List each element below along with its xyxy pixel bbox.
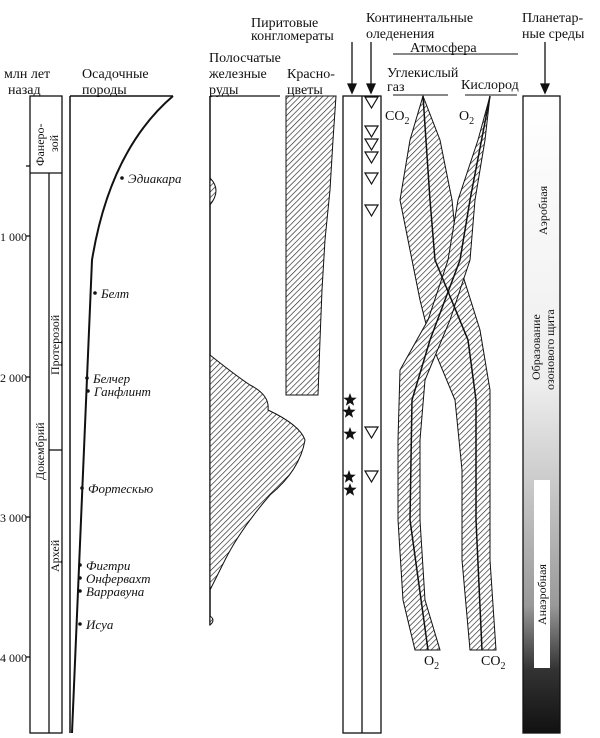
- age-column: [26, 95, 63, 734]
- age-header-2: назад: [8, 83, 41, 98]
- locality-dot: [78, 622, 82, 626]
- age-tick-2000: 2 000: [0, 371, 27, 385]
- eon-phanerozoic: Фанеро-: [33, 123, 47, 166]
- locality-dot: [78, 589, 82, 593]
- locality-dot: [80, 486, 84, 490]
- env-ozone-2: озонового щита: [543, 309, 557, 390]
- locality-label: Исуа: [85, 617, 114, 632]
- age-header: млн лет: [4, 67, 50, 82]
- sedimentary-curve: [69, 95, 174, 734]
- locality-label: Фигтри: [86, 558, 131, 573]
- o2-label-bottom: O2: [424, 654, 439, 672]
- locality-label: Белчер: [92, 371, 131, 386]
- locality-dot: [120, 176, 124, 180]
- co2-curve: [422, 95, 483, 651]
- glaciation-triangle-icon: [363, 125, 380, 139]
- sediment-header-2: породы: [82, 83, 127, 98]
- iron-header-3: руды: [209, 83, 239, 98]
- pyrite-star-icon: [343, 483, 357, 496]
- locality-label: Онфервахт: [86, 571, 151, 586]
- redbeds-header: Красно-: [287, 67, 335, 82]
- locality-dot: [78, 563, 82, 567]
- pyrite-star-icon: [343, 427, 357, 440]
- glaciation-header: Континентальные: [366, 11, 473, 26]
- glaciation-header-2: оледенения: [366, 27, 435, 42]
- co2-header-2: газ: [387, 80, 405, 95]
- env-anaerobic: Анаэробная: [535, 564, 549, 625]
- glaciation-triangle-icon: [363, 151, 380, 165]
- pyrite-header-2: конгломераты: [251, 29, 334, 44]
- glaciation-triangle-icon: [363, 172, 380, 186]
- o2-label-top: O2: [459, 109, 474, 127]
- sediment-header: Осадочные: [82, 67, 149, 82]
- anaerobic-label-box: [534, 480, 550, 668]
- locality-dot: [93, 291, 97, 295]
- arrow-icons: [346, 42, 551, 95]
- age-tick-3000: 3 000: [0, 511, 27, 525]
- o2-header: Кислород: [461, 78, 519, 93]
- environment-column: [522, 95, 561, 734]
- glaciation-markers: [363, 96, 380, 484]
- environment-header-2: ные среды: [522, 27, 585, 42]
- glaciation-triangle-icon: [363, 470, 380, 484]
- pyrite-star-icon: [343, 393, 357, 406]
- co2-label-top: CO2: [385, 109, 409, 127]
- pyrite-star-icon: [342, 405, 356, 418]
- pyrite-glaciation-column: [342, 95, 382, 734]
- pyrite-header: Пиритовые: [251, 16, 318, 31]
- co2-header: Углекислый: [387, 66, 459, 81]
- age-tick-1000: 1 000: [0, 230, 27, 244]
- locality-dot: [85, 376, 89, 380]
- atmosphere-header: Атмосфера: [410, 41, 477, 56]
- iron-header-2: железные: [208, 67, 267, 82]
- locality-label: Белт: [100, 286, 129, 301]
- locality-label: Ганфлинт: [93, 384, 151, 399]
- eon-phanerozoic-2: зой: [47, 134, 61, 152]
- pyrite-star-icon: [342, 470, 356, 483]
- co2-label-bottom: CO2: [481, 654, 505, 672]
- locality-dot: [86, 389, 90, 393]
- eon-precambrian: Докембрий: [33, 422, 47, 480]
- glaciation-triangle-icon: [363, 204, 380, 218]
- eon-archean: Архей: [48, 539, 62, 572]
- eon-proterozoic: Протерозой: [48, 314, 62, 375]
- environment-header: Планетар-: [522, 11, 584, 26]
- o2-curve: [409, 95, 491, 651]
- glaciation-triangle-icon: [363, 138, 380, 152]
- localities: ЭдиакараБелтБелчерГанфлинтФортескьюФигтр…: [78, 171, 182, 632]
- locality-dot: [78, 576, 82, 580]
- locality-label: Варравуна: [86, 584, 145, 599]
- locality-label: Эдиакара: [128, 171, 182, 186]
- env-aerobic: Аэробная: [536, 185, 550, 235]
- red-beds-plot: [285, 95, 337, 396]
- glaciation-triangle-icon: [363, 96, 380, 110]
- env-ozone: Образование: [529, 314, 543, 380]
- glaciation-triangle-icon: [363, 426, 380, 440]
- pyrite-markers: [342, 393, 357, 496]
- redbeds-header-2: цветы: [287, 83, 323, 98]
- iron-header: Полосчатые: [209, 51, 281, 66]
- banded-iron-plot: [209, 95, 306, 627]
- locality-label: Фортескью: [88, 481, 153, 496]
- age-tick-4000: 4 000: [0, 651, 27, 665]
